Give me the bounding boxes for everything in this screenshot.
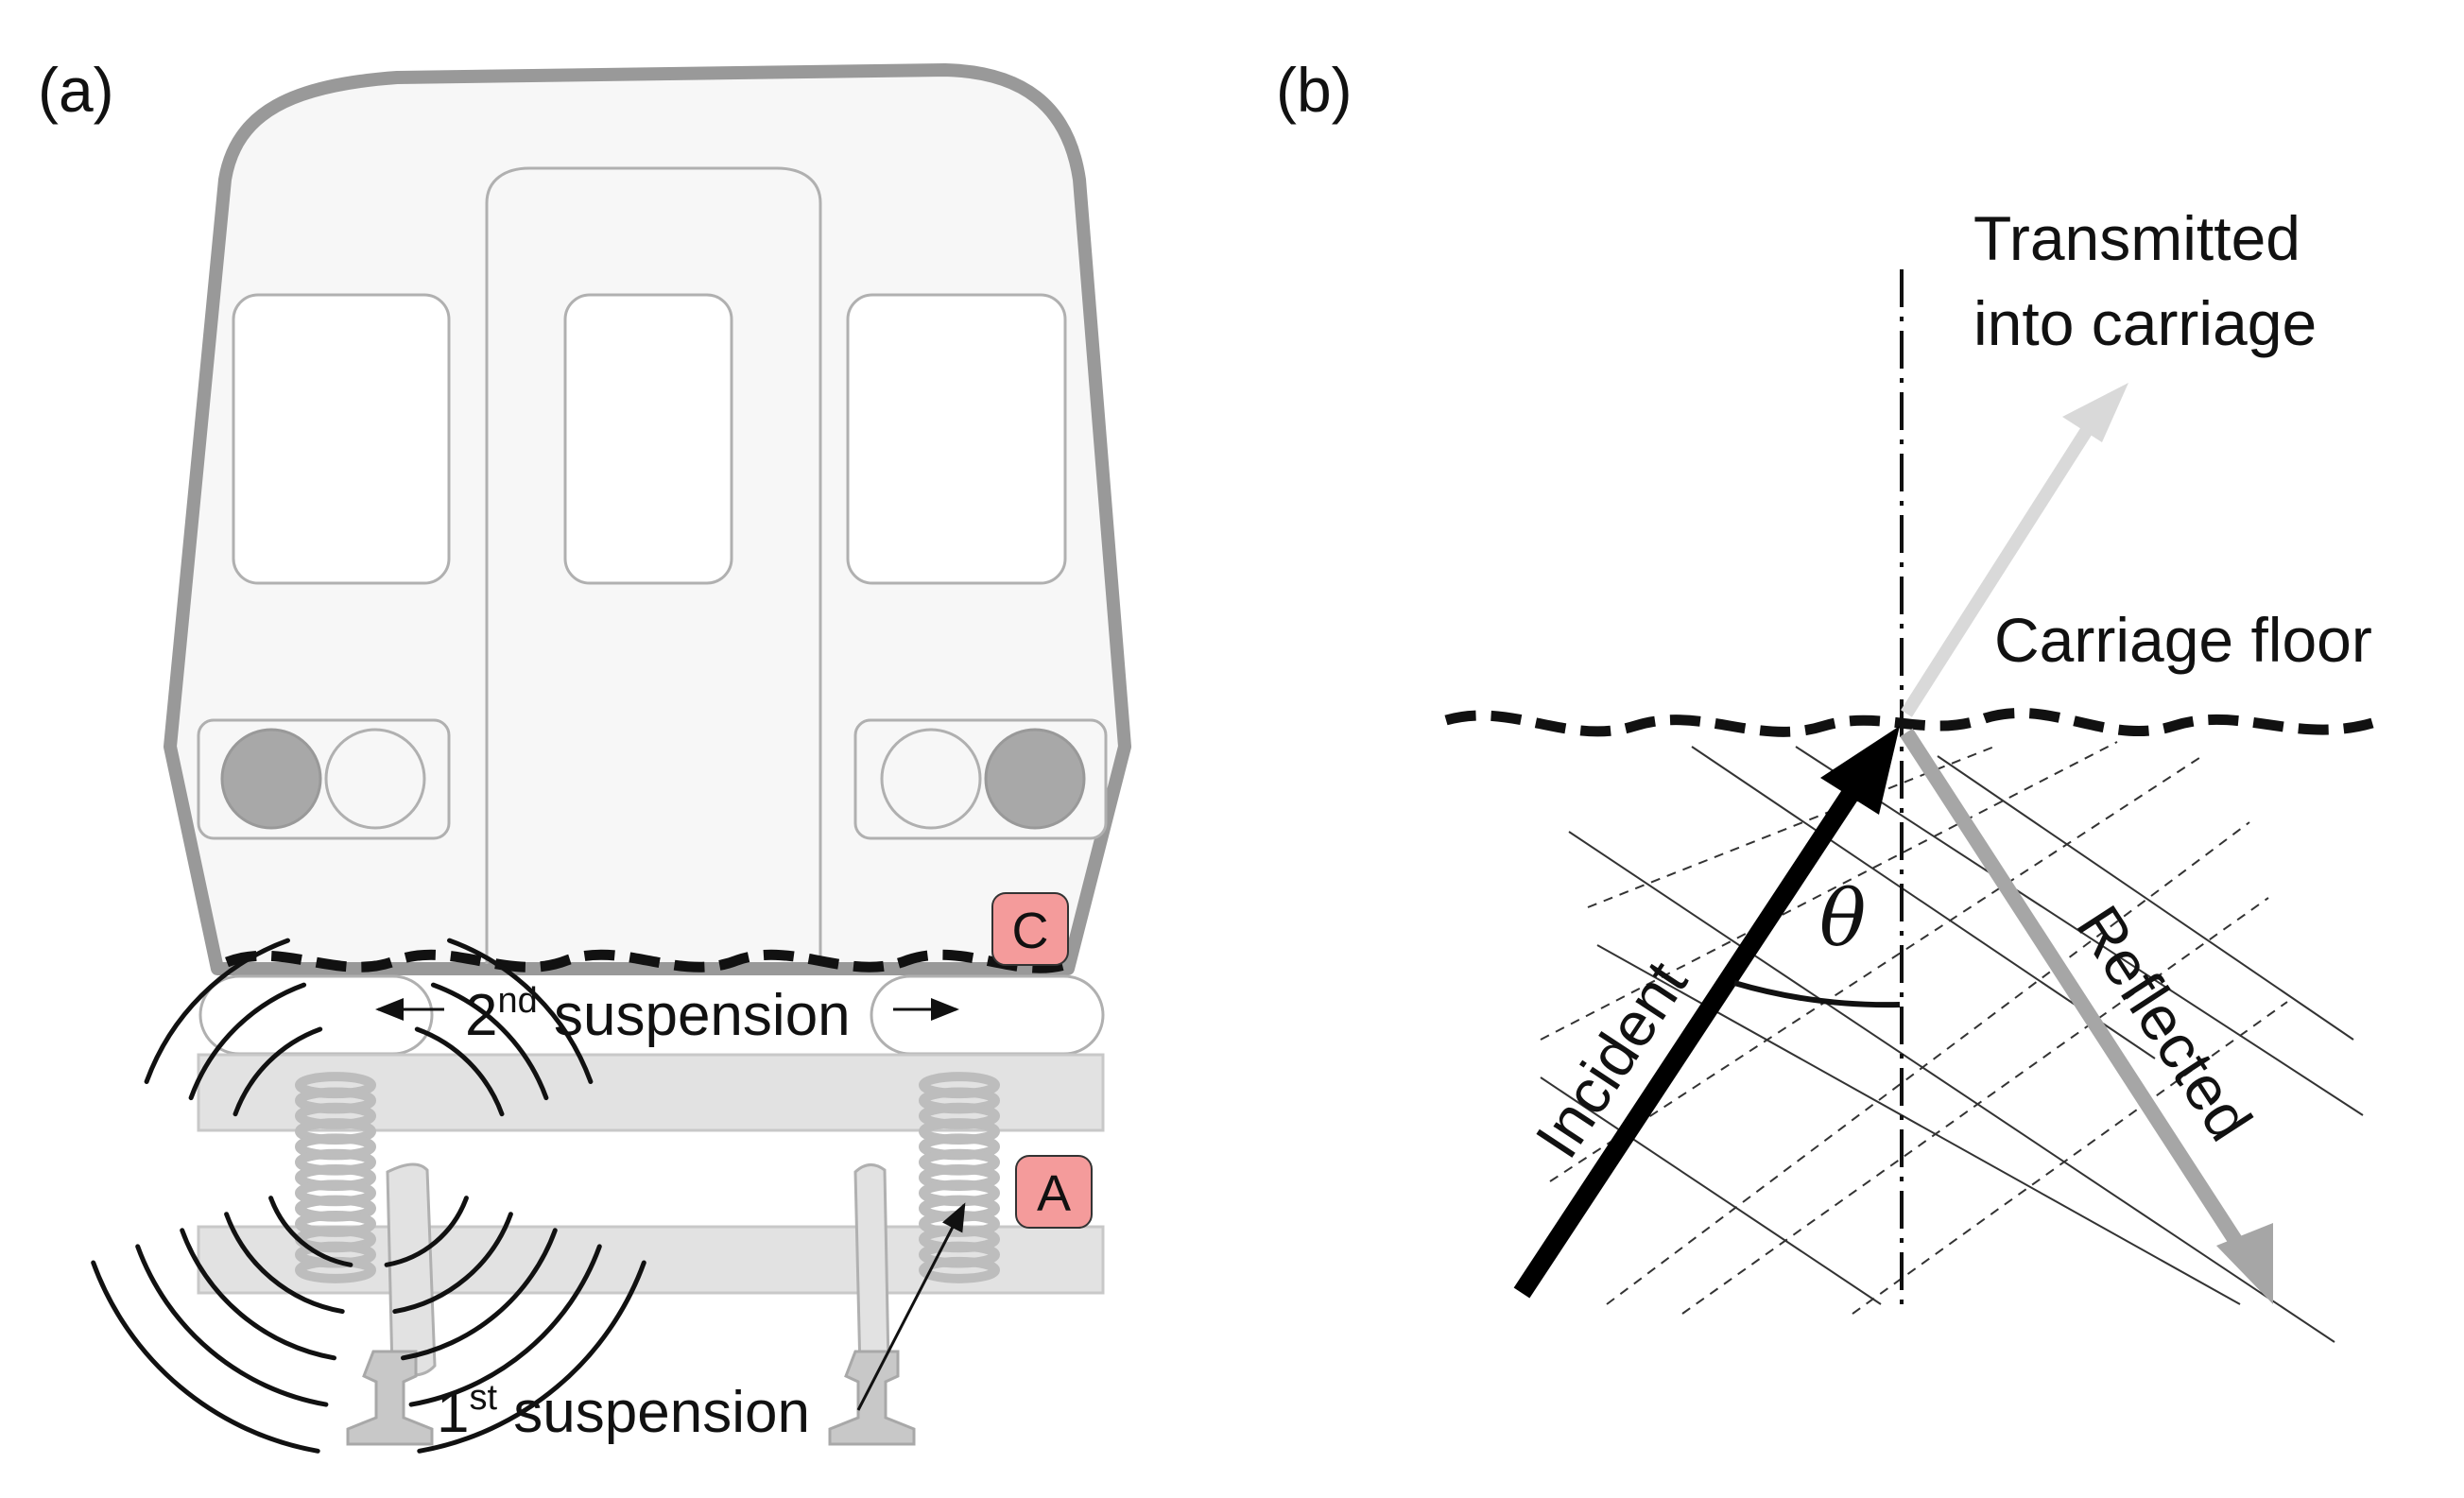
incident-arrow — [1513, 726, 1900, 1299]
vibration-arc — [144, 938, 290, 1084]
carriage-floor-line-a — [225, 949, 1076, 973]
panel-b: (b) Transmitted into carriage Carriage f… — [1276, 55, 2374, 1343]
vibration-arc — [392, 1212, 513, 1315]
vibration-arc — [91, 1260, 320, 1454]
vibration-arc — [414, 1026, 505, 1117]
wavefront-dashed-line — [1681, 897, 2269, 1315]
vibration-arc — [417, 1260, 646, 1454]
right-window — [846, 293, 1067, 585]
transmitted-arrow — [1901, 383, 2128, 717]
left-window — [232, 293, 451, 585]
wavefront-solid-line — [1795, 746, 2364, 1116]
vibration-arc — [447, 938, 594, 1084]
panel-a: (a) C 2nd suspension — [38, 55, 1131, 1454]
left-lamp-light — [324, 728, 426, 830]
first-suspension-label: 1st suspension — [437, 1378, 810, 1445]
wavefront-dashed-line — [1540, 741, 2118, 1041]
vibration-arc — [408, 1244, 602, 1407]
angle-arc — [1733, 980, 1901, 1008]
reflected-arrow — [1900, 728, 2273, 1304]
vibration-arc — [135, 1244, 329, 1407]
wavefront-dashed-line — [1606, 821, 2250, 1305]
wavefront-solid-line — [1540, 1076, 1882, 1305]
badge-a: A — [1015, 1155, 1093, 1229]
panel-b-label: (b) — [1276, 55, 1353, 125]
right-wheel — [853, 1163, 890, 1377]
badge-a-text: A — [1037, 1165, 1071, 1222]
left-rail — [346, 1350, 434, 1446]
right-air-spring — [870, 974, 1105, 1056]
carriage-floor-line-b — [1444, 707, 2374, 737]
carriage-floor-label: Carriage floor — [1994, 605, 2372, 675]
transmitted-label-line2: into carriage — [1973, 288, 2317, 358]
second-suspension-label: 2nd suspension — [465, 981, 851, 1048]
door-window — [563, 293, 733, 585]
left-lamp-dark — [220, 728, 322, 830]
train-door — [485, 166, 822, 964]
transmitted-label-line1: Transmitted — [1973, 203, 2300, 273]
right-rail — [828, 1350, 916, 1446]
vibration-arc — [224, 1212, 345, 1315]
left-wheel — [386, 1162, 437, 1377]
badge-c-text: C — [1012, 903, 1049, 959]
vibration-arc — [401, 1228, 558, 1361]
vibration-arc — [188, 982, 307, 1101]
angle-symbol: θ — [1819, 874, 1866, 964]
vibration-arc — [384, 1196, 469, 1267]
spring-coil — [919, 1256, 1000, 1283]
wavefront-dashed-line — [1549, 755, 2203, 1182]
wavefront-solid-line — [1937, 755, 2354, 1041]
vibration-arc — [268, 1196, 353, 1267]
vibration-arc — [180, 1228, 336, 1361]
left-air-spring — [198, 974, 434, 1056]
vibration-arc — [430, 982, 549, 1101]
vibration-waves — [91, 938, 646, 1454]
vibration-arc — [233, 1026, 323, 1117]
wavefront-dashed-line — [1852, 1001, 2288, 1315]
right-lamp-dark — [984, 728, 1086, 830]
right-lamp-light — [880, 728, 982, 830]
badge-c: C — [991, 892, 1069, 966]
right-coil-spring — [919, 1072, 1000, 1283]
wavefront-solid-line — [1568, 831, 2335, 1343]
first-suspension-pointer — [856, 1202, 966, 1411]
panel-a-label: (a) — [38, 55, 114, 125]
